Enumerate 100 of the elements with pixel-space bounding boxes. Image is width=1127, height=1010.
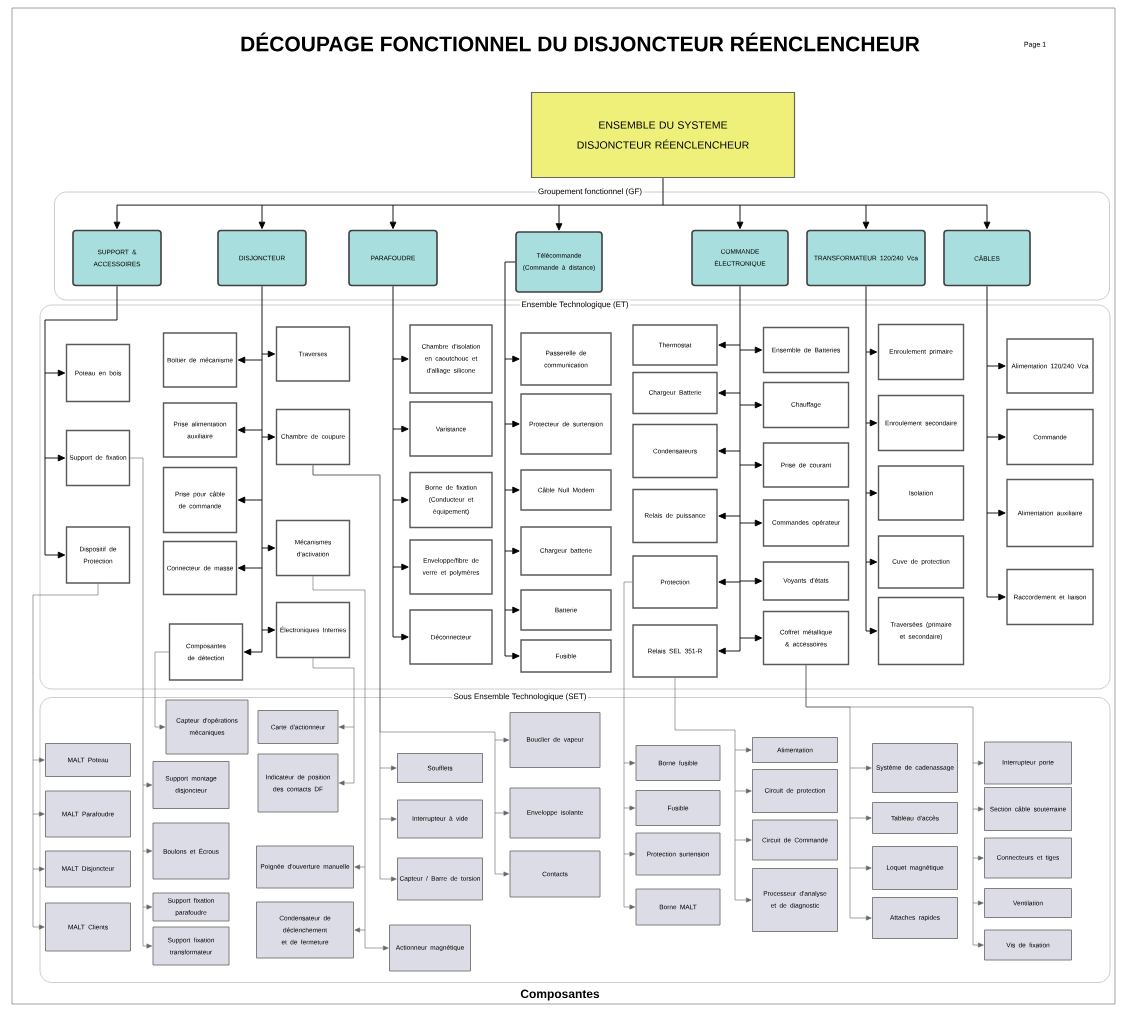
connector-arrow <box>261 433 276 441</box>
connector-line <box>674 677 736 901</box>
connector-arrow <box>623 904 636 910</box>
connector-arrow <box>494 871 510 877</box>
connector-arrow <box>44 369 66 377</box>
connector-line <box>116 177 988 206</box>
connector-arrow <box>734 788 752 794</box>
connector-arrow <box>338 724 355 730</box>
connector-arrow <box>392 425 409 433</box>
connector-arrow <box>865 558 878 566</box>
connector-arrow <box>389 204 397 230</box>
connector-arrow <box>44 551 66 559</box>
connector-arrow <box>354 864 366 870</box>
connector-arrow <box>44 454 66 462</box>
connector-arrow <box>734 837 752 843</box>
connector-arrow <box>494 737 510 743</box>
connector-arrow <box>113 204 121 230</box>
connector-arrow <box>142 782 153 788</box>
connector-arrow <box>734 897 752 903</box>
connector-line <box>312 575 366 949</box>
connector-line <box>623 581 633 908</box>
connector-arrow <box>392 633 409 641</box>
connector-arrow <box>865 489 878 497</box>
connector-arrow <box>739 346 763 354</box>
connector-arrow <box>392 496 409 504</box>
section-label: Composantes <box>520 989 600 1001</box>
connector-arrow <box>261 626 276 634</box>
connector-arrow <box>154 724 166 730</box>
connector-line <box>865 285 867 632</box>
connector-line <box>32 583 99 928</box>
connector-arrow <box>986 509 1006 517</box>
connector-arrow <box>972 760 984 766</box>
connector-arrow <box>142 904 153 910</box>
connector-arrow <box>739 401 763 409</box>
connector-arrow <box>849 865 872 871</box>
connector-arrow <box>555 204 563 231</box>
connector-arrow <box>972 806 984 812</box>
connector-arrow <box>504 652 520 660</box>
connector-arrow <box>504 420 520 428</box>
connector-line <box>129 457 144 947</box>
connector-line <box>986 285 988 598</box>
connector-arrow <box>32 924 45 930</box>
connector-arrow <box>865 627 878 635</box>
connector-arrow <box>379 765 397 771</box>
connector-arrow <box>718 447 741 455</box>
connector-arrow <box>504 355 520 363</box>
connector-arrow <box>261 544 276 552</box>
connector-line <box>805 664 974 946</box>
connector-arrow <box>237 496 263 504</box>
connector-arrow <box>718 578 741 586</box>
connector-arrow <box>364 945 389 951</box>
connector-arrow <box>849 815 872 821</box>
connector-arrow <box>736 204 744 230</box>
connector-arrow <box>494 810 510 816</box>
connector-arrow <box>504 606 520 614</box>
connector-arrow <box>142 848 153 854</box>
connector-arrow <box>623 851 636 857</box>
connector-arrow <box>718 647 741 655</box>
connector-arrow <box>142 943 153 949</box>
connector-arrow <box>237 564 263 572</box>
connector-line <box>392 285 394 638</box>
connector-arrow <box>739 519 763 527</box>
connector-arrow <box>623 805 636 811</box>
connector-arrow <box>32 866 45 872</box>
connector-line <box>261 285 263 653</box>
connector-arrow <box>354 927 366 933</box>
connector-arrow <box>865 419 878 427</box>
connector-arrow <box>32 757 45 763</box>
connector-arrow <box>379 816 397 822</box>
connector-arrow <box>504 486 520 494</box>
connector-line <box>739 285 741 652</box>
connector-line <box>504 261 516 657</box>
connector-line <box>312 657 355 784</box>
connector-arrow <box>32 811 45 817</box>
connector-arrow <box>379 876 397 882</box>
connector-arrow <box>504 547 520 555</box>
connector-arrow <box>258 204 266 230</box>
connector-arrow <box>849 915 872 921</box>
connector-arrow <box>237 356 263 364</box>
connector-arrow <box>986 593 1006 601</box>
connector-arrow <box>986 433 1006 441</box>
connector-arrow <box>718 512 741 520</box>
connector-arrow <box>392 355 409 363</box>
connector-arrow <box>972 900 984 906</box>
connector-line <box>154 651 170 728</box>
connector-arrow <box>986 362 1006 370</box>
connector-arrow <box>623 760 636 766</box>
connector-arrow <box>739 634 763 642</box>
system-box: ENSEMBLE DU SYSTEME DISJONCTEUR RÉENCLENCHEUR <box>530 91 796 179</box>
connector-arrow <box>865 348 878 356</box>
connector-arrow <box>718 389 741 397</box>
connector-arrow <box>734 747 752 753</box>
title: DÉCOUPAGE FONCTIONNEL DU DISJONCTEUR RÉENCLENCHEUR <box>241 32 920 52</box>
connector-line <box>312 464 496 875</box>
connector-arrow <box>739 577 763 585</box>
connector-line <box>44 285 118 556</box>
connector-arrow <box>983 204 991 230</box>
connector-arrow <box>338 780 355 786</box>
connector-arrow <box>237 426 263 434</box>
connector-arrow <box>392 563 409 571</box>
